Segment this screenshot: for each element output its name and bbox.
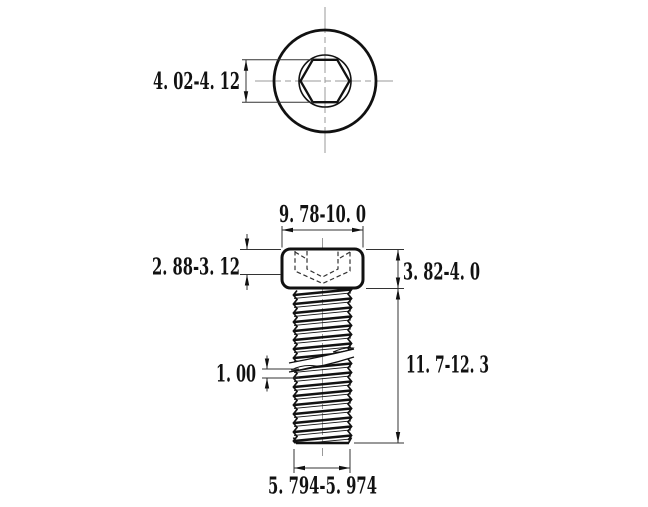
arrow-up-icon <box>264 378 270 389</box>
thread-bottom-edge <box>292 437 353 445</box>
arrow-down-icon <box>244 238 250 250</box>
dim-label-head-diameter: 9. 78-10. 0 <box>279 201 366 228</box>
arrow-down-icon <box>395 432 401 443</box>
thread-break <box>288 347 355 373</box>
arrow-up-icon <box>395 288 401 300</box>
arrow-left-icon <box>294 465 305 471</box>
arrow-down-icon <box>395 277 401 289</box>
head-outline <box>280 247 365 290</box>
side-view: 9. 78-10. 0 2. 88-3. 12 3. 82-4. 0 11. 7… <box>152 201 489 500</box>
dim-head-diameter <box>281 226 364 248</box>
dim-label-body-length: 11. 7-12. 3 <box>406 352 489 379</box>
dim-label-socket-depth: 2. 88-3. 12 <box>152 254 240 281</box>
socket-chamfer-circle <box>298 54 352 108</box>
dim-label-thread-diameter: 5. 794-5. 974 <box>268 473 377 500</box>
arrow-right-icon <box>339 465 350 471</box>
arrow-down-icon <box>243 91 249 103</box>
arrow-up-icon <box>395 249 401 261</box>
dim-label-thread-pitch: 1. 00 <box>216 361 256 388</box>
arrow-down-icon <box>264 358 270 369</box>
arrow-up-icon <box>243 59 249 71</box>
thread-upper-section <box>292 285 353 363</box>
dim-label-socket-across-flats: 4. 02-4. 12 <box>153 68 240 95</box>
arrow-right-icon <box>352 227 363 233</box>
head-outline-circle <box>272 28 378 134</box>
arrow-left-icon <box>282 227 293 233</box>
arrow-up-icon <box>244 274 250 286</box>
socket-hidden-lines <box>294 251 351 285</box>
top-view: 4. 02-4. 12 <box>153 7 393 153</box>
dim-label-head-height: 3. 82-4. 0 <box>403 259 480 286</box>
